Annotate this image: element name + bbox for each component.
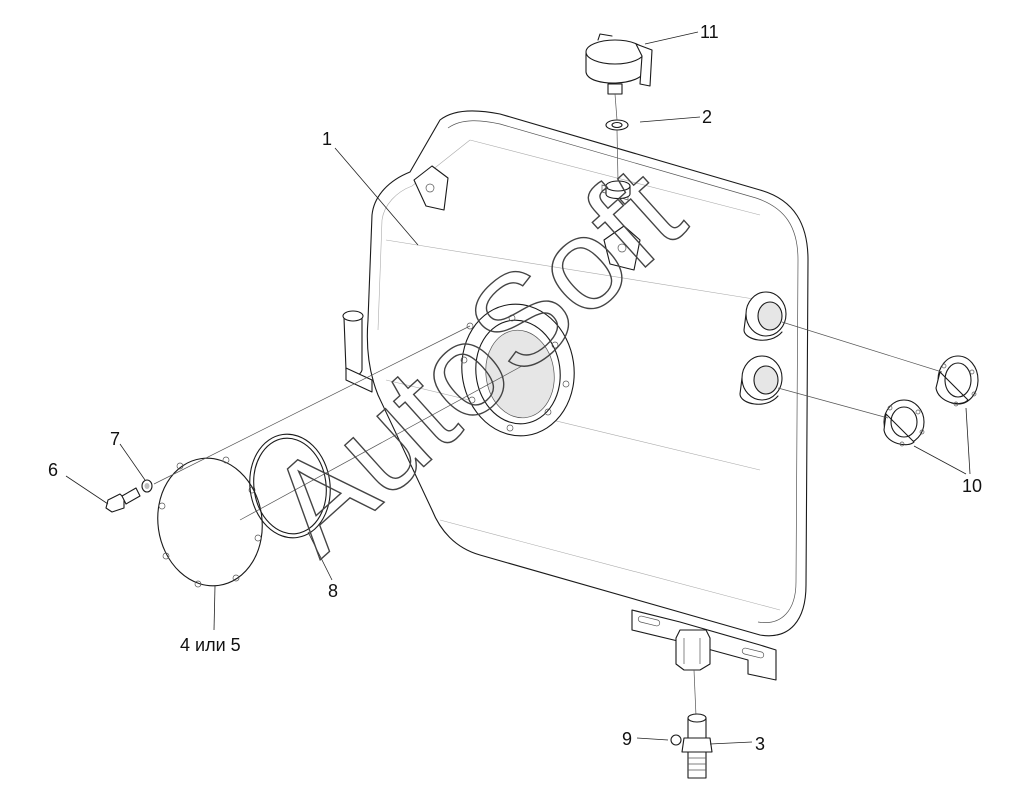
callout-11: 11 <box>700 22 719 42</box>
callout-4-or-5: 4 или 5 <box>180 635 241 655</box>
drain-plug <box>681 713 713 779</box>
callout-7: 7 <box>110 429 120 449</box>
plug-lower <box>883 399 925 447</box>
gasket-ring <box>249 433 331 539</box>
drain-fitting-on-tank <box>675 629 711 671</box>
callout-8: 8 <box>328 581 338 601</box>
lock-washer <box>141 479 153 493</box>
tank-port-upper <box>743 291 787 341</box>
tank-port-lower <box>739 355 783 405</box>
flange-cover <box>157 456 263 588</box>
filler-cap <box>585 33 653 95</box>
plug-upper <box>935 355 979 407</box>
leader-lines <box>65 31 971 745</box>
callout-10: 10 <box>962 476 982 496</box>
tank-flange <box>460 303 575 437</box>
callout-6: 6 <box>48 460 58 480</box>
callout-2: 2 <box>702 107 712 127</box>
mounting-tab-right <box>603 225 641 271</box>
tank-body <box>366 110 809 637</box>
callout-9: 9 <box>622 729 632 749</box>
o-ring <box>670 734 682 746</box>
washer <box>605 119 629 131</box>
vent-pipe <box>342 310 373 393</box>
filler-neck <box>605 180 631 200</box>
bolt <box>105 487 141 513</box>
callout-3: 3 <box>755 734 765 754</box>
mounting-tab-left <box>413 165 449 211</box>
callout-1: 1 <box>322 129 332 149</box>
